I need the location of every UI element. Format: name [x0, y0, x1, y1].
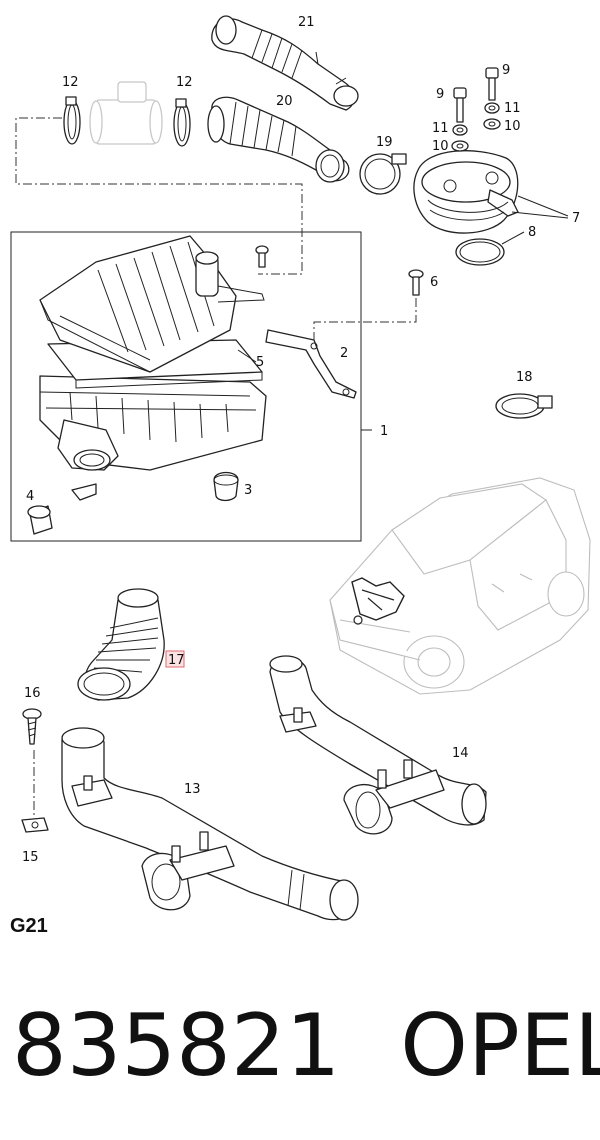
callout-9-right: 9: [502, 63, 510, 78]
callout-12-right: 12: [176, 75, 193, 90]
callout-1: 1: [380, 424, 388, 439]
callout-18: 18: [516, 370, 533, 385]
callout-13: 13: [184, 782, 201, 797]
bolt-9-right: [485, 67, 499, 101]
callout-15: 15: [22, 850, 39, 865]
dashed-connector-left: [15, 117, 303, 275]
hose-clamp-12-right: [173, 98, 191, 147]
callout-12-left: 12: [62, 75, 79, 90]
intake-hose-21: [211, 15, 359, 111]
callout-11-left: 11: [432, 121, 449, 136]
mounting-bracket-2: [265, 329, 357, 399]
callout-9-left: 9: [436, 87, 444, 102]
leader-7: [511, 195, 569, 219]
air-cleaner-housing: [39, 235, 267, 501]
washer-10-left: [451, 140, 469, 152]
callout-5: 5: [256, 355, 264, 370]
leader-5: [237, 349, 257, 363]
screw-6: [408, 269, 424, 296]
grommet-11-left: [452, 124, 468, 136]
resonator-cover-7: [413, 150, 519, 234]
callout-19: 19: [376, 135, 393, 150]
callout-10-right: 10: [504, 119, 521, 134]
seal-ring-8: [455, 238, 505, 266]
callout-2: 2: [340, 346, 348, 361]
leader-8: [501, 231, 525, 245]
part-number: 835821: [12, 996, 341, 1096]
callout-17: 17: [168, 653, 185, 668]
brand-name: OPEL: [400, 996, 600, 1096]
callout-20: 20: [276, 94, 293, 109]
callout-3: 3: [244, 483, 252, 498]
bolt-9-left: [453, 87, 467, 123]
hose-clamp-18: [495, 393, 553, 419]
callout-7: 7: [572, 211, 580, 226]
page-code: G21: [10, 915, 48, 937]
dashed-connector-right: [313, 298, 417, 340]
callout-16: 16: [24, 686, 41, 701]
intake-hose-20: [207, 96, 350, 183]
rubber-plug-3: [213, 471, 239, 502]
air-cleaner-frame: [10, 231, 362, 542]
clip-nut-15: [21, 817, 49, 833]
callout-21: 21: [298, 15, 315, 30]
car-silhouette: [329, 477, 591, 695]
screw-box: [255, 245, 269, 268]
callout-6: 6: [430, 275, 438, 290]
washer-10-right: [483, 118, 501, 130]
callout-8: 8: [528, 225, 536, 240]
air-flow-meter-ghost: [89, 81, 163, 145]
callout-17-highlight: [165, 650, 185, 668]
air-duct-14: [269, 655, 487, 835]
part-number-heading: 835821 OPEL: [12, 996, 600, 1096]
air-duct-13: [61, 727, 359, 921]
callout-11-right: 11: [504, 101, 521, 116]
hose-clamp-19: [359, 153, 407, 195]
drain-nozzle-4: [27, 505, 53, 535]
intake-hose-17: [77, 588, 165, 701]
hose-clamp-12-left: [63, 96, 81, 145]
callout-10-left: 10: [432, 139, 449, 154]
callout-4: 4: [26, 489, 34, 504]
grommet-11-right: [484, 102, 500, 114]
screw-16: [22, 708, 42, 745]
callout-14: 14: [452, 746, 469, 761]
